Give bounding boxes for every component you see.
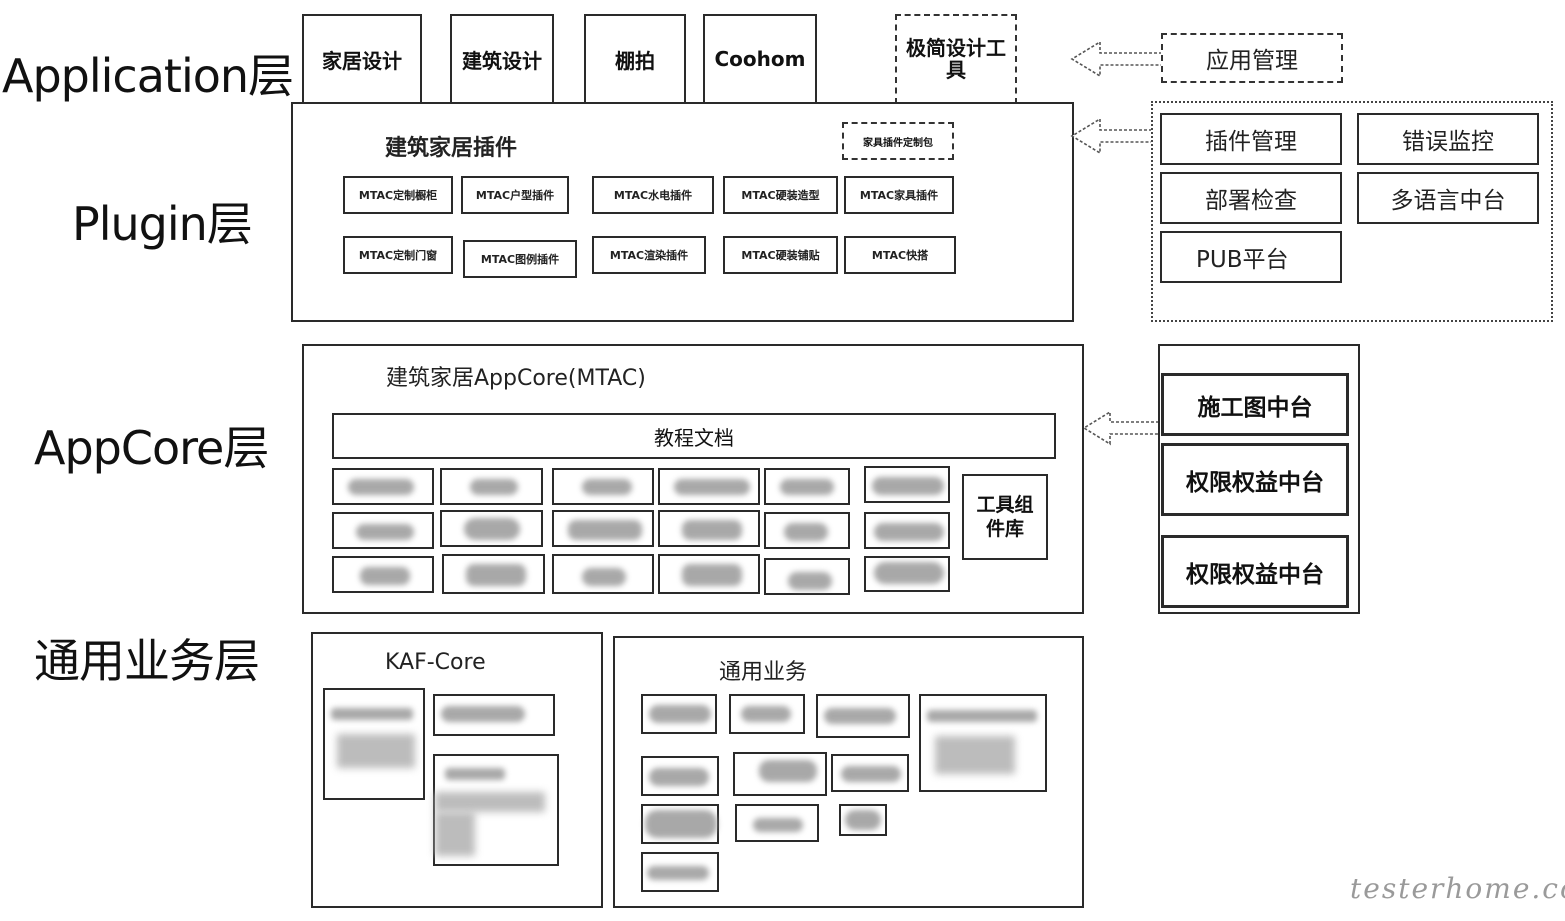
module-tile [332,556,434,593]
service-permission-rights: 权限权益中台 [1161,535,1349,608]
plugin-container: 建筑家居插件 家具插件定制包 MTAC定制橱柜 MTAC户型插件 MTAC水电插… [291,102,1074,322]
app-box-minimal-design-tool: 极简设计工具 [895,14,1017,104]
kaf-core-container: KAF-Core [311,632,603,908]
application-layer-label: Application层 [2,49,294,103]
plugin-section-title: 建筑家居插件 [385,136,518,161]
appcore-section-title: 建筑家居AppCore(MTAC) [386,366,646,391]
module-tile [552,554,654,594]
tutorial-docs-bar: 教程文档 [332,413,1056,459]
module-tile [641,804,719,844]
module-tile [764,468,850,505]
module-tile [332,468,434,505]
module-tile [433,694,555,736]
plugin-layer-label: Plugin层 [72,197,253,251]
module-tile [323,688,425,800]
module-tile [433,754,559,866]
service-error-monitoring: 错误监控 [1357,113,1539,165]
arrow-left-icon [1070,40,1162,78]
service-permission-rights: 权限权益中台 [1161,443,1349,516]
app-box-studio-shoot: 棚拍 [584,14,686,104]
module-tile [552,510,654,547]
module-tile [332,512,434,549]
toolkit-library: 工具组件库 [962,474,1048,560]
module-tile [658,554,760,594]
module-tile [552,468,654,505]
module-tile [641,852,719,892]
arrow-left-icon [1070,117,1162,155]
plugin-item: MTAC图例插件 [463,240,577,278]
app-box-home-design: 家居设计 [302,14,422,104]
common-layer-label: 通用业务层 [34,634,260,688]
module-tile [641,694,717,734]
module-tile [440,468,543,505]
appcore-container: 建筑家居AppCore(MTAC) 教程文档 工具组件库 [302,344,1084,614]
service-i18n-platform: 多语言中台 [1357,172,1539,224]
module-tile [442,554,545,594]
plugin-item: MTAC户型插件 [461,176,569,214]
service-plugin-management: 插件管理 [1160,113,1342,165]
plugin-item: MTAC硬装造型 [723,176,838,214]
module-tile [764,558,850,595]
module-tile [816,694,910,738]
kaf-core-title: KAF-Core [385,650,486,675]
module-tile [658,510,760,547]
module-tile [839,804,887,836]
service-pub-platform: PUB平台 [1160,231,1342,283]
app-management-box: 应用管理 [1161,33,1343,83]
module-tile [864,512,950,549]
service-construction-drawing: 施工图中台 [1161,373,1349,436]
module-tile [864,556,950,592]
watermark: testerhome.com [1350,872,1565,905]
plugin-item: MTAC水电插件 [592,176,714,214]
common-business-container: 通用业务 [613,636,1084,908]
common-business-title: 通用业务 [719,660,808,685]
module-tile [919,694,1047,792]
plugin-item: MTAC快搭 [844,236,956,274]
plugin-item: MTAC定制橱柜 [343,176,453,214]
appcore-layer-label: AppCore层 [34,421,269,475]
plugin-item: MTAC渲染插件 [592,236,706,274]
module-tile [764,512,850,549]
custom-plugin-package: 家具插件定制包 [842,122,954,160]
plugin-item: MTAC家具插件 [844,176,954,214]
module-tile [864,466,950,503]
module-tile [735,804,819,842]
module-tile [658,468,760,505]
plugin-item: MTAC硬装铺贴 [723,236,838,274]
arrow-left-icon [1082,410,1164,446]
module-tile [831,754,909,792]
module-tile [733,752,827,796]
app-box-coohom: Coohom [703,14,817,104]
module-tile [729,694,805,734]
module-tile [440,510,543,547]
app-box-architecture-design: 建筑设计 [450,14,554,104]
module-tile [641,756,719,796]
plugin-item: MTAC定制门窗 [343,236,453,274]
service-deployment-check: 部署检查 [1160,172,1342,224]
